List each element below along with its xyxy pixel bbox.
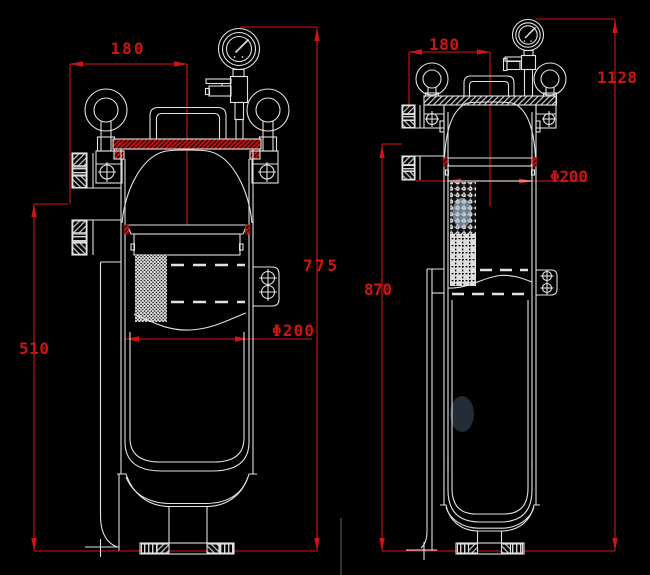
left-dome-head <box>121 149 253 224</box>
left-chamber-bottom <box>124 430 250 472</box>
right-bag-bottom <box>451 300 529 515</box>
left-swing-bolt-right <box>246 88 290 184</box>
right-support-leg <box>406 268 444 560</box>
watermark-on-mesh <box>452 198 472 228</box>
left-bag-seat <box>123 224 251 256</box>
left-lid-gasket-left <box>113 150 125 160</box>
left-diameter-dimension-label: Φ200 <box>272 321 314 340</box>
right-view-dimensions <box>381 18 616 552</box>
left-inlet-height-dimension-label: 510 <box>19 339 49 358</box>
left-bag-bottom-curve <box>133 312 247 331</box>
right-inlet-flange <box>401 104 444 181</box>
left-dished-bottom <box>117 473 257 508</box>
left-support-leg <box>85 261 121 557</box>
left-bag-bottom <box>129 332 245 463</box>
right-inlet-height-dimension-label: 870 <box>364 280 392 299</box>
right-dished-bottom <box>440 504 540 532</box>
right-dome-head <box>443 101 537 158</box>
left-vessel <box>71 27 290 557</box>
right-diameter-dimension-label: Φ200 <box>550 167 588 186</box>
left-pressure-gauge-icon <box>204 27 261 141</box>
dimension-labels: 180 775 510 Φ200 180 1128 870 Φ200 <box>19 35 637 358</box>
right-bag-seat <box>443 157 537 182</box>
left-lid-handle <box>149 106 227 139</box>
right-bag-bottom-curve <box>447 274 533 289</box>
left-width-dimension-label: 180 <box>111 39 144 58</box>
left-inlet-flange <box>71 152 121 256</box>
left-outlet-flange <box>139 506 235 555</box>
left-filter-bag-mesh <box>135 255 167 322</box>
right-height-dimension-label: 1128 <box>597 68 637 87</box>
right-lid-handle <box>463 75 515 96</box>
left-lid-plate <box>112 138 262 150</box>
right-chamber-bottom <box>447 460 533 523</box>
watermark-lower <box>450 396 474 432</box>
left-view-dimension-arrows <box>31 28 320 551</box>
right-side-bracket <box>536 269 558 296</box>
left-side-bracket <box>253 266 280 307</box>
right-vessel <box>401 18 567 560</box>
left-height-dimension-label: 775 <box>303 256 337 275</box>
left-swing-bolt-left <box>84 88 128 184</box>
right-width-dimension-label: 180 <box>429 35 459 54</box>
right-filter-bag-mesh-lower <box>450 234 476 286</box>
left-lid-gasket-right <box>249 150 261 160</box>
right-lid-plate <box>423 95 557 106</box>
right-outlet-flange <box>455 531 525 555</box>
